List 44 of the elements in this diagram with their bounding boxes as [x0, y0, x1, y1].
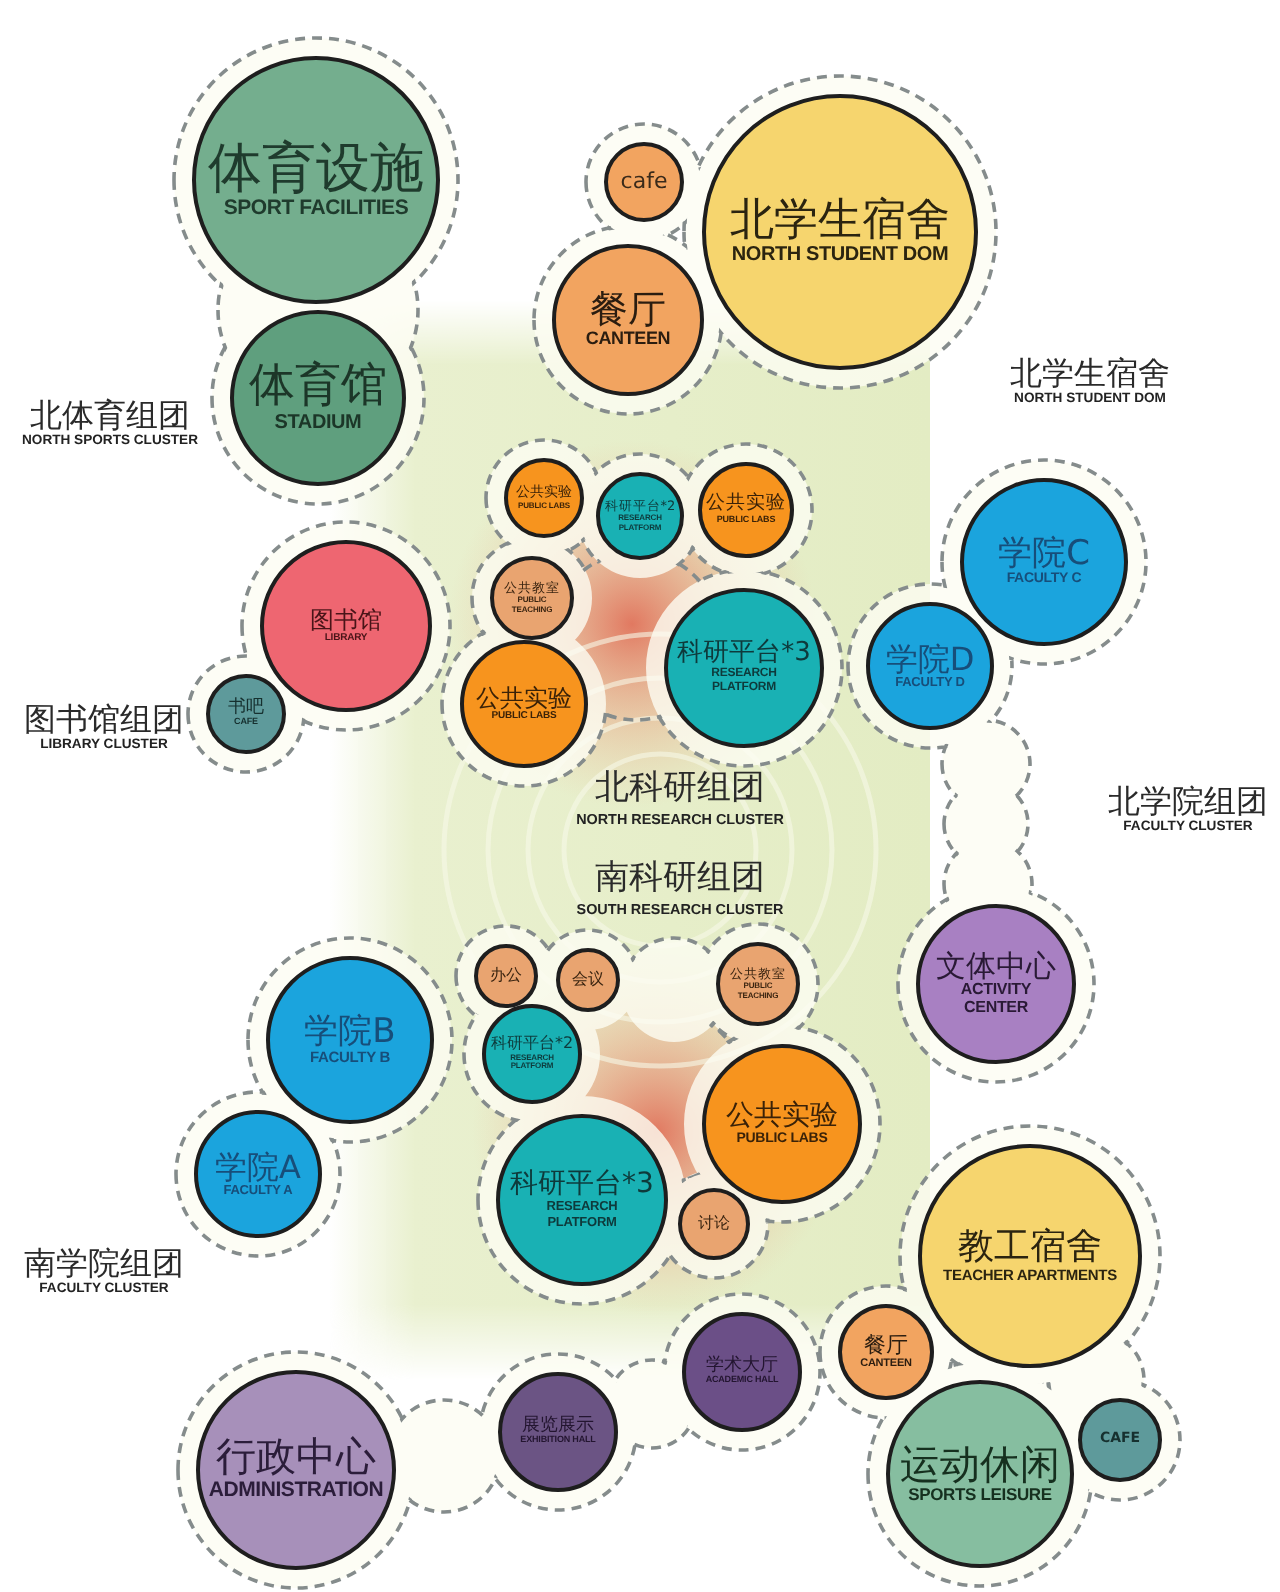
cluster-title: 南学院组团	[24, 1246, 184, 1282]
bubble-title: 图书馆	[310, 607, 382, 634]
bubble-title: 教工宿舍	[958, 1228, 1102, 1268]
bubble-title: 科研平台*3	[677, 640, 811, 669]
cluster-title: 北学院组团	[1108, 784, 1268, 820]
bubble-title: 学院D	[885, 641, 975, 677]
bubble-subtitle: ADMINISTRATION	[208, 1480, 384, 1504]
bubble-title: 科研平台*3	[510, 1170, 654, 1201]
cluster-title: 北体育组团	[30, 398, 190, 434]
bubble-title: 学院A	[215, 1149, 301, 1185]
bubble-title: 行政中心	[216, 1436, 376, 1481]
cluster-title: 北学生宿舍	[1010, 356, 1170, 392]
bubble-title: 办公	[490, 967, 522, 985]
bubble-title: 北学生宿舍	[730, 197, 950, 245]
bubble-title: 科研平台*2	[490, 1036, 574, 1054]
cluster-title: 图书馆组团	[24, 702, 184, 738]
cluster-title: 北科研组团	[595, 770, 765, 810]
cluster-title: 南科研组团	[595, 860, 765, 900]
bubble-subtitle: ACTIVITY CENTER	[958, 982, 1034, 1018]
bubble-title: 文体中心	[936, 950, 1056, 983]
bubble-title: 学院B	[304, 1013, 396, 1051]
bubble-title: 体育设施	[208, 139, 424, 198]
bubble-subtitle: SPORT FACILITIES	[223, 197, 409, 221]
bubble-title: 公共实验	[706, 494, 786, 515]
cluster-outline	[452, 860, 884, 1308]
bubble-subtitle: NORTH STUDENT DOM	[731, 244, 949, 267]
bubble-title: 体育馆	[249, 362, 387, 412]
cluster-outline	[174, 1290, 824, 1592]
bubble-title: 公共实验	[476, 685, 572, 712]
bubble-subtitle: CANTEEN	[585, 330, 671, 351]
bubble-title: 展览展示	[522, 1417, 594, 1436]
bubble-title: 公共实验	[726, 1101, 838, 1132]
bubble-title: 餐厅	[590, 289, 666, 331]
bubble-title: 书吧	[228, 699, 264, 718]
bubble-subtitle: STADIUM	[274, 411, 362, 434]
bubble-title: cafe	[620, 170, 668, 194]
cluster-outline	[438, 436, 846, 830]
bubble-title: 餐厅	[864, 1334, 908, 1358]
bubble-title: 讨论	[698, 1215, 730, 1233]
bubble-subtitle: SPORTS LEISURE	[908, 1486, 1052, 1505]
bubble-title: 会议	[572, 971, 604, 989]
bubble-title: 学术大厅	[706, 1357, 778, 1376]
bubble-title: 运动休闲	[900, 1443, 1060, 1487]
bubble-title: 学院C	[998, 535, 1090, 573]
